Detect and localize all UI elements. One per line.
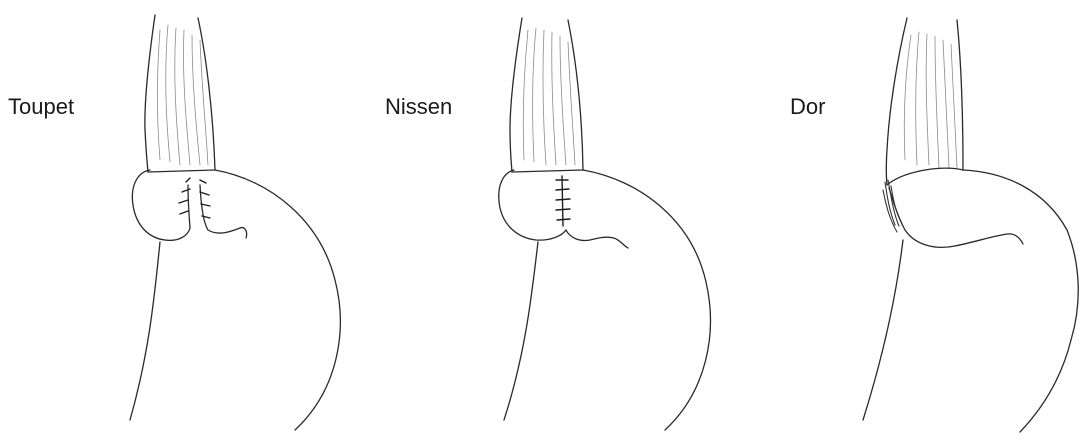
- dor-drawing: [845, 0, 1085, 441]
- toupet-esophagus: [145, 15, 215, 172]
- dor-anterior-wrap: [883, 168, 1023, 247]
- nissen-esophagus: [510, 18, 583, 172]
- nissen-sutures: [556, 176, 570, 226]
- nissen-drawing: [480, 0, 750, 441]
- toupet-stomach: [130, 170, 340, 430]
- panel-label-toupet: Toupet: [8, 96, 74, 118]
- dor-stomach: [863, 170, 1078, 432]
- dor-esophagus: [886, 18, 963, 185]
- toupet-left-wrap: [132, 170, 190, 240]
- panel-label-dor: Dor: [790, 96, 825, 118]
- panel-label-nissen: Nissen: [385, 96, 452, 118]
- toupet-drawing: [100, 0, 370, 441]
- nissen-stomach: [504, 170, 710, 430]
- toupet-sutures: [179, 178, 210, 218]
